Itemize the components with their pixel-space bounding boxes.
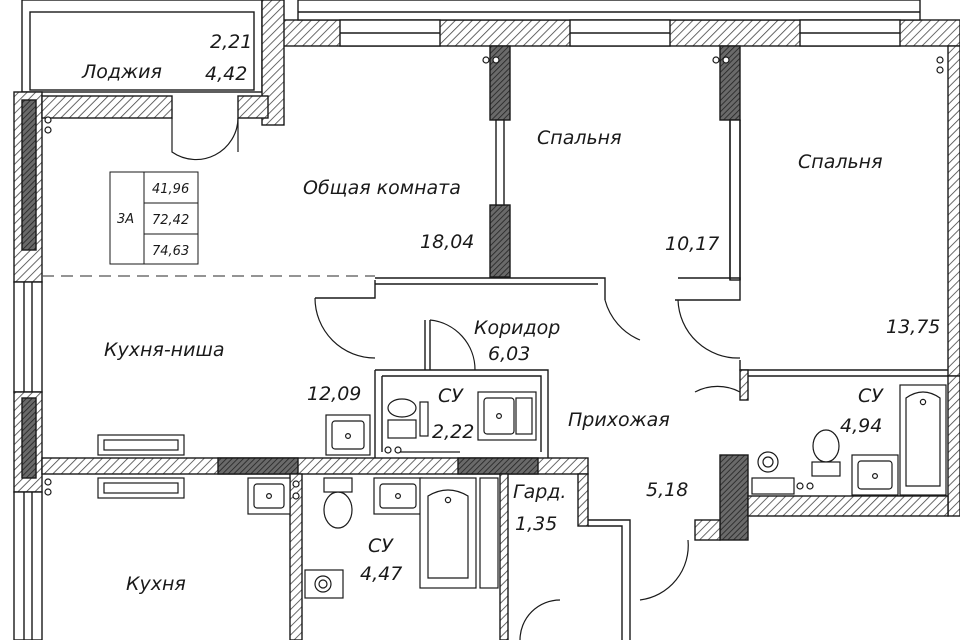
kitchen-counter-upper <box>97 434 185 456</box>
loggia-area: 2,21 <box>210 31 252 53</box>
wc-3-area: 4,47 <box>360 563 402 585</box>
doors <box>171 117 741 640</box>
room-labels: Лоджия 2,21 4,42 Общая комната 18,04 Спа… <box>81 31 940 595</box>
living-room-label: Общая комната <box>303 177 461 199</box>
bedroom-2-area: 13,75 <box>886 316 940 338</box>
kitchen-counter-lower <box>97 477 185 499</box>
wc-3-label: СУ <box>368 535 394 557</box>
living-room-area: 18,04 <box>420 231 474 253</box>
kitchen-niche-label: Кухня-ниша <box>104 339 225 361</box>
bedroom-2-label: Спальня <box>798 151 883 173</box>
kitchen-niche-area: 12,09 <box>307 383 361 405</box>
loggia-label: Лоджия <box>81 61 162 83</box>
wc-1-area: 2,22 <box>432 421 474 443</box>
fixtures <box>44 56 947 599</box>
wardrobe-area: 1,35 <box>515 513 557 535</box>
apartment-info-table: 3А 41,96 72,42 74,63 <box>109 171 199 265</box>
bedroom-1-label: Спальня <box>537 127 622 149</box>
walls <box>13 0 960 640</box>
living-area-value: 41,96 <box>152 182 189 197</box>
wc-2-label: СУ <box>858 385 884 407</box>
wc-2-area: 4,94 <box>840 415 882 437</box>
total-area-value: 72,42 <box>152 213 189 228</box>
corridor-label: Коридор <box>474 317 560 339</box>
wc-1-label: СУ <box>438 385 464 407</box>
wardrobe-label: Гард. <box>513 481 566 503</box>
corridor-area: 6,03 <box>488 343 530 365</box>
hall-label: Прихожая <box>568 409 670 431</box>
apartment-type: 3А <box>117 212 134 227</box>
bedroom-1-area: 10,17 <box>665 233 719 255</box>
total-area-with-loggia-value: 74,63 <box>152 244 189 259</box>
kitchen-label: Кухня <box>126 573 186 595</box>
kitchen-sink-upper <box>325 414 371 456</box>
hall-area: 5,18 <box>646 479 688 501</box>
loggia-area-2: 4,42 <box>205 63 247 85</box>
